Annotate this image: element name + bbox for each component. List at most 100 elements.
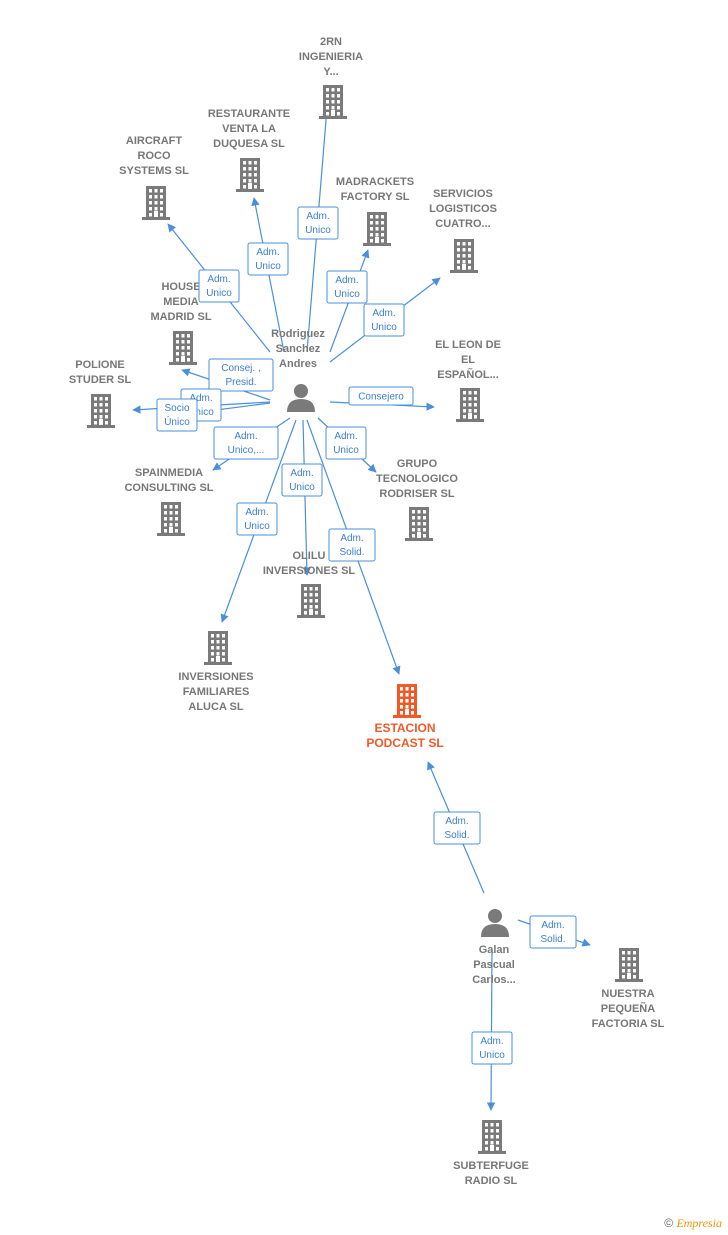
- node-label-line: MADRACKETS: [336, 176, 414, 188]
- edge-label-box: [156, 398, 198, 432]
- node-madrackets[interactable]: MADRACKETS FACTORY SL: [336, 176, 414, 246]
- node-label-line: GRUPO: [397, 458, 438, 470]
- node-label-line: OLILU: [293, 550, 326, 562]
- edge-label-galan-to-estacion[interactable]: Adm.Solid.: [433, 811, 481, 845]
- node-label-line: Rodriguez: [271, 328, 325, 340]
- person-icon: [481, 909, 509, 937]
- edge-label-box: [213, 426, 279, 460]
- edge-label-text: Unico: [206, 288, 232, 299]
- node-label-line: ESPAÑOL...: [437, 368, 499, 381]
- node-label-line: ROCO: [138, 150, 171, 162]
- node-label-line: INVERSIONES SL: [263, 565, 356, 577]
- node-label-line: Pascual: [473, 959, 515, 971]
- edge-label-box: [208, 358, 274, 392]
- edge-label-rodriguez-to-elleon[interactable]: Consejero: [348, 386, 414, 406]
- edge-label-rodriguez-to-house[interactable]: Consej. ,Presid.: [208, 358, 274, 392]
- building-icon: [236, 158, 264, 192]
- node-label-line: Carlos...: [472, 974, 515, 986]
- edge-label-text: Adm.: [372, 308, 395, 319]
- edge-label-rodriguez-to-rn2[interactable]: Adm. Unico: [297, 206, 339, 240]
- node-label-line: INGENIERIA: [299, 51, 363, 63]
- edge-label-galan-to-nuestra[interactable]: Adm. Solid.: [529, 915, 577, 949]
- node-label-line: LOGISTICOS: [429, 203, 497, 215]
- node-label-line: FACTORY SL: [341, 191, 410, 203]
- building-icon: [142, 186, 170, 220]
- edge-label-text: Unico: [305, 225, 331, 236]
- node-label-line: Y...: [323, 66, 338, 78]
- node-label-line: FACTORIA SL: [592, 1018, 665, 1030]
- node-label-line: RODRISER SL: [379, 488, 454, 500]
- edge-label-text: Consej. ,: [221, 363, 260, 374]
- node-label-line: RADIO SL: [465, 1175, 518, 1187]
- edge-label-rodriguez-to-estacion[interactable]: Adm.Solid.: [328, 528, 376, 562]
- building-icon: [393, 684, 421, 718]
- node-label-line: PODCAST SL: [366, 736, 443, 750]
- edge-label-text: Solid.: [444, 830, 469, 841]
- edge-label-box: [325, 426, 367, 460]
- copyright-symbol: ©: [664, 1216, 674, 1230]
- edge-label-box: [348, 386, 414, 406]
- node-label-line: Sanchez: [276, 343, 321, 355]
- edge-label-rodriguez-to-inversiones[interactable]: Adm.Unico: [236, 502, 278, 536]
- edge-label-rodriguez-to-spainmedia[interactable]: Adm.Unico,...: [213, 426, 279, 460]
- node-label-line: MADRID SL: [150, 311, 211, 323]
- edge-label-galan-to-subterfuge[interactable]: Adm.Unico: [471, 1031, 513, 1065]
- node-label-line: NUESTRA: [601, 988, 654, 1000]
- building-icon: [450, 239, 478, 273]
- brand-logo-text[interactable]: Empresia: [676, 1216, 722, 1230]
- edge-label-box: [247, 242, 289, 276]
- edge-label-rodriguez-to-servicios[interactable]: Adm.Unico: [363, 303, 405, 337]
- edge-label-box: [198, 269, 240, 303]
- edge-label-text: Solid.: [540, 934, 565, 945]
- building-icon: [456, 388, 484, 422]
- node-label-line: 2RN: [320, 36, 342, 48]
- node-label-line: CONSULTING SL: [124, 482, 213, 494]
- edges-layer: [132, 107, 591, 1111]
- node-label-line: EL: [461, 354, 475, 366]
- edge-label-text: Unico: [479, 1050, 505, 1061]
- edge-label-box: [297, 206, 339, 240]
- node-rn2[interactable]: 2RN INGENIERIA Y...: [299, 36, 363, 119]
- edge-label-text: Adm.: [306, 211, 329, 222]
- edge-label-box: [281, 463, 323, 497]
- edge-label-rodriguez-to-olilu[interactable]: Adm.Unico: [281, 463, 323, 497]
- edge-label-rodriguez-to-madrackets[interactable]: Adm.Unico: [326, 270, 368, 304]
- node-olilu[interactable]: OLILU INVERSIONES SL: [263, 550, 356, 618]
- edge-label-text: Socio: [164, 403, 189, 414]
- edge-galan-to-subterfuge: [486, 949, 496, 1111]
- node-label-madrackets: MADRACKETS FACTORY SL: [336, 176, 414, 203]
- edge-label-box: [471, 1031, 513, 1065]
- building-icon: [297, 584, 325, 618]
- edge-label-rodriguez-to-aircraft[interactable]: Adm.Unico: [198, 269, 240, 303]
- edge-label-rodriguez-to-restaurante[interactable]: Adm.Unico: [247, 242, 289, 276]
- edge-label-rodriguez-to-grupo[interactable]: Adm.Unico: [325, 426, 367, 460]
- node-label-olilu: OLILU INVERSIONES SL: [263, 550, 356, 577]
- edge-label-box: [326, 270, 368, 304]
- edge-label-box: [529, 915, 577, 949]
- edge-label-text: Unico,...: [228, 445, 265, 456]
- node-label-line: ESTACION: [374, 721, 435, 735]
- edge-label-text: Adm.: [541, 920, 564, 931]
